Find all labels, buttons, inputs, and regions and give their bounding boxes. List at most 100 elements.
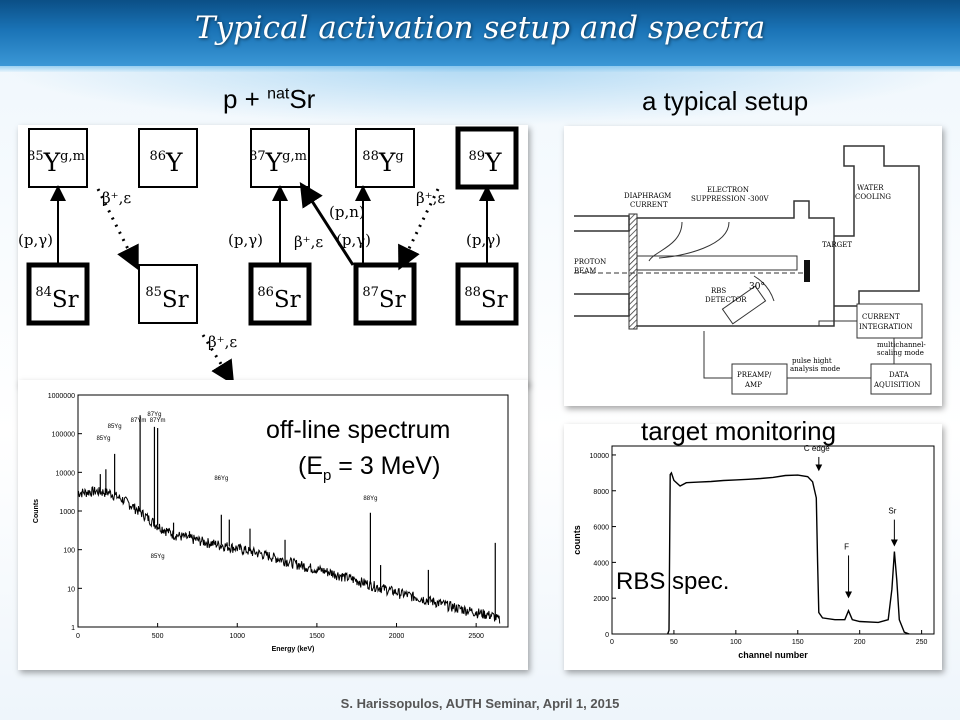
nucleus-box-87sr [353, 262, 417, 326]
nucleus-label-89y: 89Y [468, 148, 502, 177]
pg-label: (p,γ) [336, 231, 371, 249]
electron-label: ELECTRON [707, 186, 749, 194]
x-tick-label: 100 [730, 639, 742, 646]
rbs-annotation: Sr [888, 507, 896, 516]
pulse-label: pulse hight [792, 357, 832, 365]
nucleus-box-88y [355, 128, 415, 188]
y-tick-label: 4000 [593, 560, 609, 567]
pn-label: (p,n) [329, 203, 365, 221]
nucleus-label-86y: 86Y [149, 148, 183, 177]
decay-label: β⁺,ε [416, 189, 445, 207]
y-tick-label: 100000 [52, 432, 75, 439]
current-integration-box [856, 303, 923, 339]
chamber-mid [636, 255, 798, 271]
beam-label: BEAM [574, 267, 596, 275]
water-label: WATER [857, 184, 884, 192]
slide-footer: S. Harissopulos, AUTH Seminar, April 1, … [340, 696, 620, 711]
y-tick-label: 10 [67, 586, 75, 593]
x-tick-label: 2000 [389, 633, 405, 640]
decay-label: β⁺,ε [102, 189, 131, 207]
analysis-mode-label: analysis mode [790, 365, 840, 373]
gamma-spectrum-line [77, 486, 501, 624]
daq-label: DATA [889, 371, 910, 379]
x-tick-label: 200 [854, 639, 866, 646]
nucleus-label-85y: 85Yg,m [27, 148, 85, 177]
beam-pipe-bottom [574, 293, 630, 317]
rbs-spec-label: RBS spec. [616, 568, 730, 595]
y-axis-label: counts [572, 525, 582, 555]
nucleus-box-86y [138, 128, 198, 188]
y-tick-label: 0 [605, 632, 609, 639]
wire-diaphragm [648, 221, 683, 262]
peak-annotation: 85Yg [96, 436, 110, 442]
nucleus-label-88sr: 88Sr [464, 285, 507, 313]
rbs-spectrum-line [667, 471, 910, 635]
collimator [628, 213, 638, 330]
water-cooling [834, 145, 920, 307]
integration-label: INTEGRATION [859, 323, 913, 331]
nucleus-box-87y [250, 128, 310, 188]
preamp-box [731, 363, 788, 395]
detector-label: DETECTOR [705, 296, 747, 304]
wire-ci [818, 320, 857, 326]
decay-label: β⁺,ε [294, 233, 323, 251]
y-tick-label: 6000 [593, 525, 609, 532]
rbs-label: RBS [711, 287, 726, 295]
proton-label: PROTON [574, 258, 606, 266]
y-tick-label: 1 [71, 625, 75, 632]
daq-box [870, 363, 932, 395]
x-tick-label: 250 [916, 639, 928, 646]
peak-annotation: 86Yg [214, 476, 228, 482]
wire-preamp [703, 331, 732, 379]
rbs-plot-frame [611, 445, 935, 635]
y-tick-label: 1000000 [48, 393, 75, 400]
nucleus-label-87sr: 87Sr [362, 285, 405, 313]
nucleus-label-84sr: 84Sr [35, 285, 78, 313]
scaling-mode-label: scaling mode [877, 349, 924, 357]
y-tick-label: 100 [63, 548, 75, 555]
rbs-detector [721, 285, 767, 325]
x-tick-label: 1000 [229, 633, 245, 640]
current-int-label: CURRENT [862, 313, 900, 321]
cooling-label: COOLING [855, 193, 891, 201]
nucleus-label-86sr: 86Sr [257, 285, 300, 313]
x-tick-label: 2500 [468, 633, 484, 640]
scattering-chamber [637, 200, 835, 327]
setup-label: a typical setup [642, 86, 809, 116]
target-label: TARGET [822, 241, 852, 249]
offline-spectrum-label: off-line spectrum [266, 416, 451, 444]
x-tick-label: 500 [152, 633, 164, 640]
target-monitoring-label: target monitoring [641, 416, 837, 446]
slide-title: Typical activation setup and spectra [194, 10, 766, 46]
rbs-annotation: F [844, 542, 849, 551]
y-tick-label: 2000 [593, 596, 609, 603]
peak-annotation: 87Ym [131, 418, 147, 424]
reaction-label: p + natSr [223, 84, 316, 114]
decay-label: β⁺,ε [208, 333, 237, 351]
peak-annotation: 85Yg [151, 554, 165, 560]
rbs-annotation: C edge [804, 444, 830, 453]
diaphragm-current-label: CURRENT [630, 201, 668, 209]
amp-label: AMP [744, 381, 762, 389]
beam-pipe-top [574, 215, 630, 232]
angle-arc [753, 275, 775, 302]
pg-label: (p,γ) [228, 231, 263, 249]
diaphragm-label: DIAPHRAGM [624, 192, 671, 200]
x-axis-label: Energy (keV) [272, 646, 315, 653]
offline-ep-label: (Ep = 3 MeV) [298, 452, 441, 484]
suppression-label: SUPPRESSION -300V [691, 195, 770, 203]
wire-suppression [658, 221, 730, 259]
x-tick-label: 0 [610, 639, 614, 646]
x-axis-label: channel number [738, 650, 808, 660]
nucleus-box-85sr [138, 264, 198, 324]
decay-arrow [201, 334, 235, 385]
aquisition-label: AQUISITION [873, 381, 920, 389]
peak-annotation: 87Ym [150, 418, 166, 424]
y-tick-label: 10000 [590, 453, 610, 460]
